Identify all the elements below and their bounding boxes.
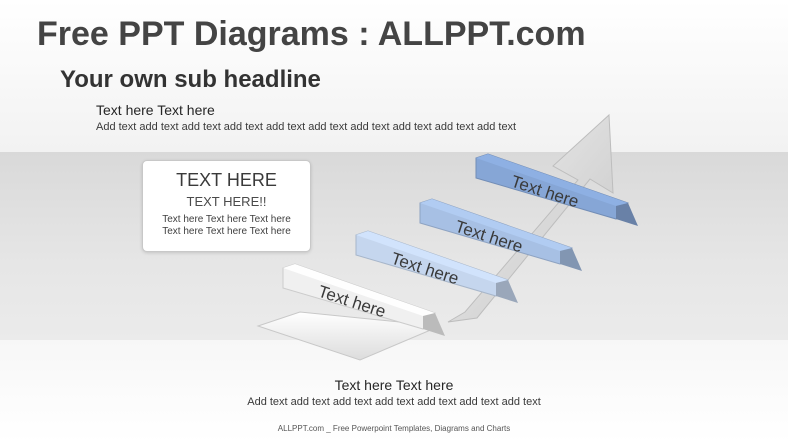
step-3: Text here — [419, 198, 582, 271]
callout-subtitle: TEXT HERE!! — [186, 194, 267, 209]
step-2-end-cap — [496, 280, 518, 303]
intro-body: Add text add text add text add text add … — [96, 121, 517, 133]
bottom-body: Add text add text add text add text add … — [247, 396, 541, 408]
callout-line-1: Text here Text here Text here — [162, 214, 291, 225]
callout-body: Text here Text here Text here Text here … — [143, 214, 310, 238]
bottom-title: Text here Text here — [334, 377, 454, 393]
step-3-end-cap — [560, 248, 582, 271]
footer-text: ALLPPT.com _ Free Powerpoint Templates, … — [277, 424, 511, 433]
step-2: Text here — [355, 230, 518, 303]
page-title: Free PPT Diagrams : ALLPPT.com — [37, 15, 586, 53]
step-3-top — [420, 199, 572, 251]
callout-title: TEXT HERE — [176, 170, 277, 190]
background-bottom — [0, 340, 788, 443]
sub-headline: Your own sub headline — [60, 66, 321, 93]
intro-title: Text here Text here — [96, 102, 215, 118]
step-1-top — [283, 264, 435, 316]
callout-card: TEXT HERE TEXT HERE!! Text here Text her… — [142, 160, 311, 252]
step-2-top — [356, 231, 508, 283]
step-1-end-cap — [423, 313, 445, 336]
background-top — [0, 0, 788, 152]
callout-line-2: Text here Text here Text here — [162, 226, 291, 237]
step-4-top — [476, 154, 628, 206]
rising-arrow-icon — [447, 113, 614, 323]
step-4-end-cap — [616, 203, 638, 226]
